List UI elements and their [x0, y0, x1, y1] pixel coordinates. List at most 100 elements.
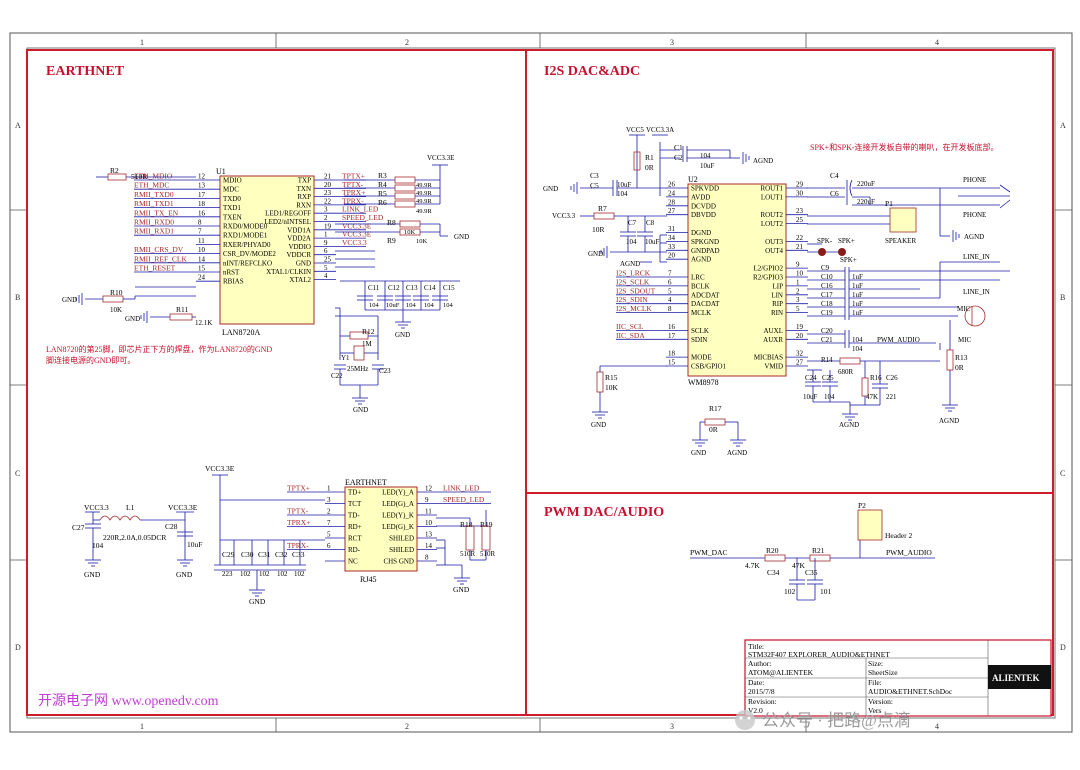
u2-pin-name-r2-gpio3: R2/GPIO3	[753, 274, 783, 282]
u1-part: LAN8720A	[222, 328, 260, 337]
wechat-watermark: 公众号 · 把路@点滴	[735, 710, 911, 730]
u2-pin-name-dgnd: DGND	[691, 229, 711, 237]
u2-pin-num-16: 16	[668, 323, 676, 331]
c32-ref: C32	[275, 550, 288, 559]
p1-ref: P1	[885, 199, 893, 208]
rj45-pin-num-14: 14	[425, 542, 433, 550]
rj45-labels: VCC3.3E C29 C30 C31 C32 C33 223 102 102 …	[205, 464, 496, 606]
u1-pin-num-15: 15	[198, 265, 206, 273]
mic-label-2: MIC	[958, 336, 972, 344]
r4-value: 49.9R	[416, 190, 432, 197]
r13-value: 0R	[955, 363, 964, 372]
u2-pin-name-lin: LIN	[771, 291, 783, 299]
c26-ref: C26	[886, 374, 898, 382]
u2-pin-name-dacdat: DACDAT	[691, 300, 720, 308]
u1-pin-num-13: 13	[198, 182, 206, 190]
c2-value: 10uF	[700, 162, 715, 170]
c18-value: 1uF	[852, 300, 863, 308]
border-col-bottom-3: 3	[670, 722, 674, 731]
r3-ref: R3	[378, 171, 387, 180]
u1-pin-num-4: 4	[324, 272, 328, 280]
revision-value: V2.0	[748, 706, 763, 715]
version-label: Version:	[868, 697, 893, 706]
revision-label: Revision:	[748, 697, 777, 706]
r17-value: 0R	[709, 425, 718, 434]
border-col-bottom-4: 4	[935, 722, 939, 731]
r21-ref: R21	[812, 546, 825, 555]
u2-pin-num-3: 3	[796, 296, 800, 304]
rj45-net-tprx: TPRX+	[287, 518, 310, 527]
title-block-text: Title: STM32F407 EXPLORER_AUDIO&ETHNET A…	[748, 642, 1040, 715]
c10-value: 1uF	[852, 273, 863, 281]
u2-part: WM8978	[688, 378, 719, 387]
r19-ref: R19	[480, 520, 493, 529]
r11-value: 12.1K	[195, 319, 212, 327]
r8-ref: R8	[387, 218, 396, 227]
c35-ref: C35	[805, 568, 818, 577]
u1-net-eth-reset: ETH_RESET	[134, 264, 176, 273]
pwm-audio-dac-label: PWM_AUDIO	[877, 336, 920, 344]
u2-pin-num-15: 15	[668, 359, 676, 367]
l1-value: 220R,2.0A,0.05DCR	[103, 533, 166, 542]
c4-value: 220uF	[857, 180, 875, 188]
r2-ref: R2	[110, 166, 119, 175]
u1-pin-name-txd1: TXD1	[223, 204, 241, 212]
agnd-top-label: AGND	[753, 157, 773, 165]
u1-ref: U1	[216, 167, 226, 176]
u2-pin-num-18: 18	[668, 350, 676, 358]
c22-ref: C22	[331, 372, 343, 380]
rj45-pin-num-6: 6	[327, 542, 331, 550]
u1-net-eth-mdio: ETH_MDIO	[134, 172, 173, 181]
u2-pin-num-20: 20	[668, 252, 676, 260]
u1-pin-name-txn: TXN	[297, 185, 311, 193]
border-col-bottom-2: 2	[405, 722, 409, 731]
spk-plus-label: SPK+	[838, 237, 855, 245]
rj45-pin-num-5: 5	[327, 531, 331, 539]
speaker-label: SPEAKER	[885, 237, 916, 245]
u1-pin-num-17: 17	[198, 191, 206, 199]
c12-value: 10uF	[386, 302, 400, 309]
u1-pin-name-txd0: TXD0	[223, 195, 241, 203]
c31-ref: C31	[258, 550, 271, 559]
rj45-vcc-label: VCC3.3E	[205, 464, 235, 473]
gnd-c3-label: GND	[543, 185, 558, 193]
c21-ref: C21	[821, 336, 833, 344]
c3-value: 10uF	[617, 181, 632, 189]
u1-pin-name-led2-nintsel: LED2/nINTSEL	[264, 218, 311, 226]
r9-ref: R9	[387, 236, 396, 245]
u1-pin-name-rxer-phyad0: RXER/PHYAD0	[223, 241, 271, 249]
r14-value: 680R	[838, 368, 854, 376]
u1-pin-num-9: 9	[324, 239, 328, 247]
rj45-pin-name-led-g-a: LED(G)_A	[382, 500, 414, 508]
border-row-left-B: B	[15, 293, 20, 302]
r6-value: 49.9R	[416, 208, 432, 215]
c16-ref: C16	[821, 282, 833, 290]
u1-pin-num-19: 19	[324, 222, 332, 230]
u2-pin-num-17: 17	[668, 332, 676, 340]
c5-ref: C5	[590, 181, 599, 190]
c6-ref: C6	[830, 189, 839, 198]
u2-pin-name-rin: RIN	[771, 309, 783, 317]
author-value: ATOM@ALIENTEK	[748, 668, 814, 677]
outer-frame	[9, 32, 1073, 733]
rj45-pin-name-rct: RCT	[348, 535, 362, 543]
u2-pin-name-l2-gpio2: L2/GPIO2	[753, 265, 783, 273]
c13-ref: C13	[406, 284, 418, 292]
c15-value: 104	[443, 302, 454, 309]
vcc33-r7-label: VCC3.3	[552, 212, 576, 220]
u2-pin-name-rout2: ROUT2	[760, 211, 783, 219]
u2-pin-name-dcvdd: DCVDD	[691, 202, 716, 210]
r20-value: 4.7K	[745, 561, 760, 570]
c33-value: 102	[294, 570, 305, 578]
u2-pin-name-mode: MODE	[691, 354, 712, 362]
c28-ref: C28	[165, 522, 178, 531]
c25-ref: C25	[822, 374, 834, 382]
u1-pin-name-txp: TXP	[298, 177, 311, 185]
u1-net-tprx: TPRX-	[342, 196, 364, 205]
phone-label-1: PHONE	[963, 176, 986, 184]
phone-label-2: PHONE	[963, 211, 986, 219]
size-value: SheetSize	[868, 668, 898, 677]
u1-pin-num-18: 18	[198, 200, 206, 208]
u2-net-i2s-mclk: I2S_MCLK	[616, 304, 652, 313]
